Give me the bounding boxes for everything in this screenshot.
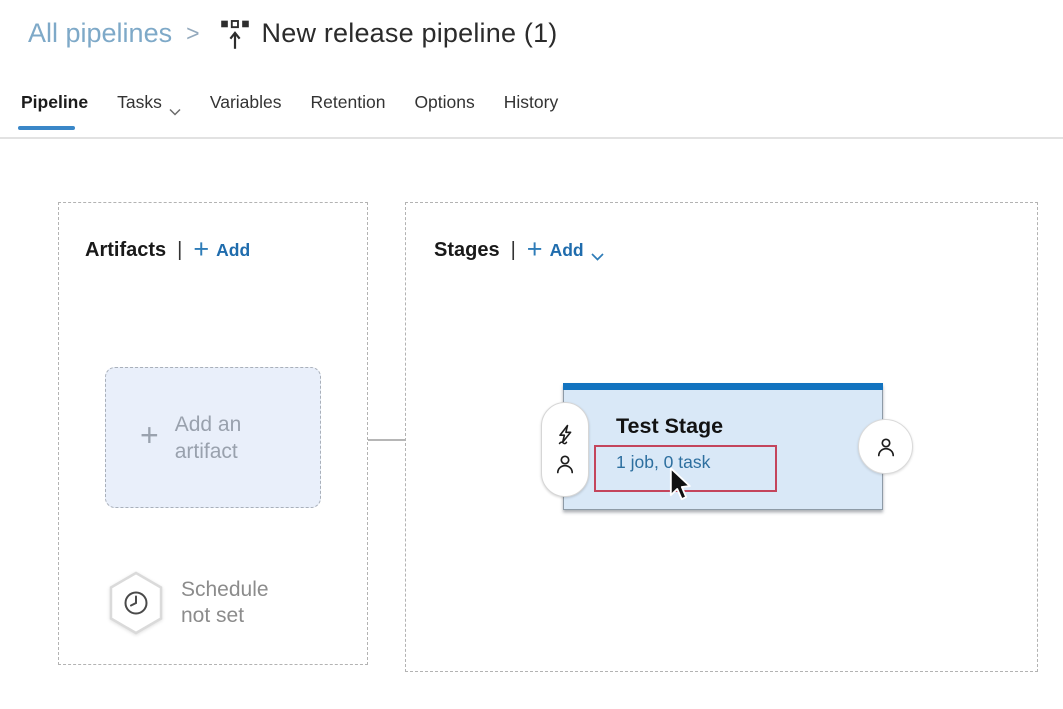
annotation-highlight-box	[594, 445, 777, 492]
plus-icon: +	[526, 234, 543, 264]
tab-history-label: History	[503, 92, 559, 112]
breadcrumb-all-pipelines-link[interactable]: All pipelines	[28, 17, 173, 48]
page-title: New release pipeline (1)	[261, 17, 558, 48]
header-separator: |	[177, 239, 183, 261]
release-pipeline-icon	[220, 19, 250, 51]
artifacts-panel-header: Artifacts | + Add	[85, 234, 251, 264]
tab-variables-label: Variables	[209, 92, 282, 112]
chevron-down-icon	[169, 100, 181, 116]
stage-card[interactable]: Test Stage 1 job, 0 task	[541, 383, 913, 510]
schedule-label: Schedule not set	[181, 577, 269, 629]
mouse-cursor	[666, 467, 694, 501]
post-deployment-conditions-badge[interactable]	[858, 419, 913, 474]
schedule-line2: not set	[181, 604, 245, 627]
clock-icon	[124, 591, 148, 615]
tab-retention[interactable]: Retention	[310, 90, 387, 115]
schedule-hexagon-badge	[107, 571, 165, 635]
tab-retention-label: Retention	[310, 92, 386, 112]
tab-history[interactable]: History	[503, 90, 559, 115]
add-artifact-placeholder[interactable]: + Add an artifact	[105, 367, 321, 508]
person-icon[interactable]	[553, 452, 577, 476]
active-tab-underline	[18, 126, 75, 130]
tab-options-label: Options	[414, 92, 475, 112]
tab-options[interactable]: Options	[413, 90, 475, 115]
tab-variables[interactable]: Variables	[209, 90, 283, 115]
tab-tasks[interactable]: Tasks	[116, 90, 182, 116]
breadcrumb-separator: >	[186, 19, 200, 46]
stage-status-bar	[563, 383, 883, 390]
add-stage-button-label: Add	[549, 240, 584, 260]
pre-deployment-conditions-pill	[541, 402, 589, 497]
add-artifact-placeholder-label: Add an artifact	[175, 411, 242, 465]
artifacts-panel: Artifacts | + Add + Add an artifact Sch	[58, 202, 368, 665]
tab-pipeline-label: Pipeline	[21, 92, 89, 112]
tab-tasks-label: Tasks	[117, 92, 162, 112]
placeholder-line2: artifact	[174, 439, 238, 463]
stage-jobs-tasks-link[interactable]: 1 job, 0 task	[616, 452, 711, 472]
schedule-trigger[interactable]: Schedule not set	[107, 571, 269, 635]
lightning-icon[interactable]	[553, 423, 577, 447]
plus-icon: +	[140, 417, 159, 453]
plus-icon: +	[193, 234, 210, 264]
tab-pipeline[interactable]: Pipeline	[20, 90, 89, 115]
stages-title: Stages	[434, 239, 500, 261]
tab-bar: Pipeline Tasks Variables Retention Optio…	[20, 90, 559, 116]
breadcrumb: All pipelines > New release pipeline (1)	[28, 10, 557, 56]
person-icon	[874, 435, 898, 459]
placeholder-line1: Add an	[174, 412, 242, 436]
artifacts-title: Artifacts	[85, 239, 167, 261]
stages-panel-header: Stages | + Add	[434, 234, 604, 264]
schedule-line1: Schedule	[181, 578, 269, 601]
header-separator: |	[510, 239, 516, 261]
stage-name: Test Stage	[616, 414, 724, 438]
add-artifact-button[interactable]: + Add	[193, 234, 251, 264]
add-stage-button[interactable]: + Add	[526, 234, 604, 264]
tab-bar-divider	[0, 137, 1063, 139]
chevron-down-icon	[591, 248, 604, 261]
add-artifact-button-label: Add	[216, 240, 251, 260]
